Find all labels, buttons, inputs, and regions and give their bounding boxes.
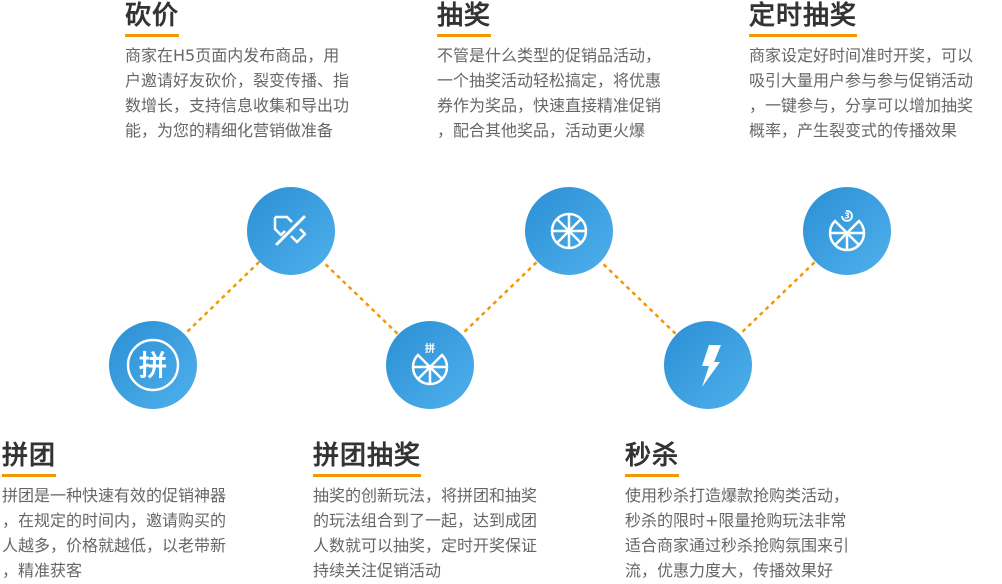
feature-description: 商家在H5页面内发布商品，用 户邀请好友砍价，裂变传播、指 数增长，支持信息收集… — [125, 43, 395, 143]
feature-title: 定时抽奖 — [749, 0, 858, 37]
timed-wheel-icon: 3 — [828, 210, 866, 252]
icon-char: 拼 — [139, 349, 167, 382]
group-wheel-icon: 拼 — [411, 342, 449, 386]
description-line: 能，为您的精细化营销做准备 — [125, 121, 334, 140]
description-line: 吸引大量用户参与参与促销活动 — [749, 71, 974, 90]
timer-number: 3 — [844, 212, 850, 221]
description-line: 适合商家通过秒杀抢购氛围来引 — [625, 536, 850, 555]
description-line: 商家设定好时间准时开奖，可以 — [749, 46, 974, 65]
feature-dingshi: 定时抽奖 商家设定好时间准时开奖，可以 吸引大量用户参与参与促销活动 ，一键参与… — [749, 0, 1002, 143]
description-line: ，精准获客 — [2, 561, 83, 580]
description-line: 使用秒杀打造爆款抢购类活动， — [625, 486, 850, 505]
kanjia-circle — [247, 187, 335, 275]
description-line: 概率，产生裂变式的传播效果 — [749, 121, 958, 140]
feature-description: 抽奖的创新玩法，将拼团和抽奖 的玩法组合到了一起，达到成团 人数就可以抽奖，定时… — [313, 483, 583, 583]
pintuanchoujiang-circle: 拼 — [386, 321, 474, 409]
description-line: 的玩法组合到了一起，达到成团 — [313, 511, 538, 530]
description-line: ，配合其他奖品，活动更火爆 — [437, 121, 646, 140]
feature-description: 使用秒杀打造爆款抢购类活动， 秒杀的限时+限量抢购玩法非常 适合商家通过秒杀抢购… — [625, 483, 895, 583]
feature-title: 拼团 — [2, 440, 57, 477]
feature-pintuanchoujiang: 拼团抽奖 抽奖的创新玩法，将拼团和抽奖 的玩法组合到了一起，达到成团 人数就可以… — [313, 440, 583, 583]
icon-char: 拼 — [425, 342, 435, 355]
description-line: 不管是什么类型的促销品活动， — [437, 46, 662, 65]
description-line: 持续关注促销活动 — [313, 561, 442, 580]
description-line: 商家在H5页面内发布商品，用 — [125, 46, 340, 65]
feature-title: 拼团抽奖 — [313, 440, 422, 477]
feature-title: 抽奖 — [437, 0, 492, 37]
description-line: ，在规定的时间内，邀请购买的 — [2, 511, 227, 530]
description-line: 拼团是一种快速有效的促销神器 — [2, 486, 227, 505]
feature-choujiang: 抽奖 不管是什么类型的促销品活动， 一个抽奖活动轻松搞定，将优惠 券作为奖品，快… — [437, 0, 707, 143]
feature-miaosha: 秒杀 使用秒杀打造爆款抢购类活动， 秒杀的限时+限量抢购玩法非常 适合商家通过秒… — [625, 440, 895, 583]
feature-description: 不管是什么类型的促销品活动， 一个抽奖活动轻松搞定，将优惠 券作为奖品，快速直接… — [437, 43, 707, 143]
wheel-icon — [550, 212, 588, 250]
description-line: 一个抽奖活动轻松搞定，将优惠 — [437, 71, 662, 90]
tag-slash-icon — [273, 215, 307, 246]
feature-description: 商家设定好时间准时开奖，可以 吸引大量用户参与参与促销活动 ，一键参与，分享可以… — [749, 43, 1002, 143]
description-line: 户邀请好友砍价，裂变传播、指 — [125, 71, 350, 90]
description-line: 流，优惠力度大，传播效果好 — [625, 561, 834, 580]
description-line: 抽奖的创新玩法，将拼团和抽奖 — [313, 486, 538, 505]
feature-description: 拼团是一种快速有效的促销神器 ，在规定的时间内，邀请购买的 人越多，价格就越低，… — [2, 483, 272, 583]
group-buy-icon: 拼 — [126, 338, 180, 392]
feature-title: 秒杀 — [625, 440, 680, 477]
pintuan-circle: 拼 — [109, 321, 197, 409]
feature-pintuan: 拼团 拼团是一种快速有效的促销神器 ，在规定的时间内，邀请购买的 人越多，价格就… — [2, 440, 272, 583]
description-line: 人数就可以抽奖，定时开奖保证 — [313, 536, 538, 555]
description-line: ，一键参与，分享可以增加抽奖 — [749, 96, 974, 115]
lightning-icon — [702, 345, 721, 387]
description-line: 券作为奖品，快速直接精准促销 — [437, 96, 662, 115]
description-line: 数增长，支持信息收集和导出功 — [125, 96, 350, 115]
feature-kanjia: 砍价 商家在H5页面内发布商品，用 户邀请好友砍价，裂变传播、指 数增长，支持信… — [125, 0, 395, 143]
feature-title: 砍价 — [125, 0, 180, 37]
miaosha-circle — [664, 321, 752, 409]
description-line: 秒杀的限时+限量抢购玩法非常 — [625, 511, 847, 530]
dingshi-circle: 3 — [803, 187, 891, 275]
description-line: 人越多，价格就越低，以老带新 — [2, 536, 227, 555]
choujiang-circle — [525, 187, 613, 275]
